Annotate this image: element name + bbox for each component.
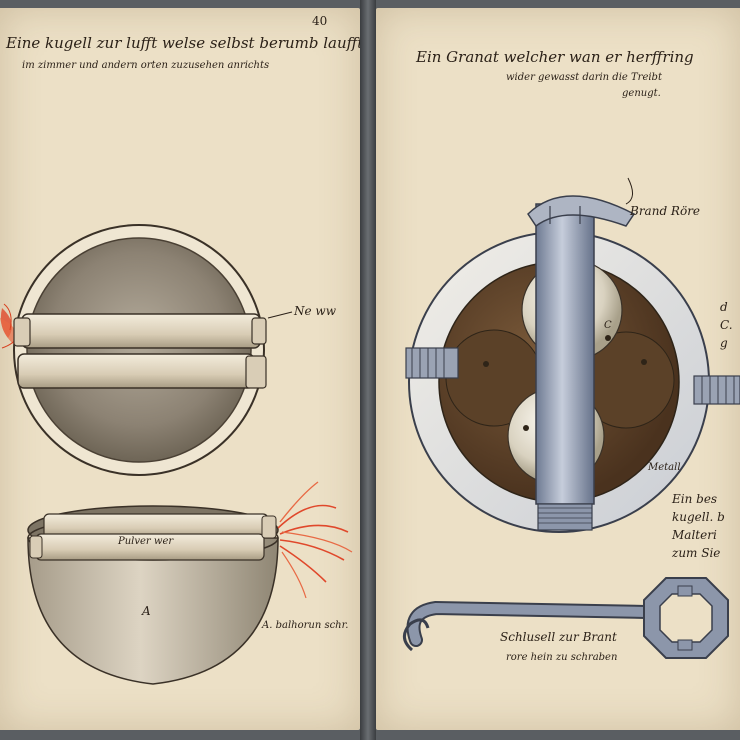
rocket-tube-lower xyxy=(17,353,267,389)
side-text-line: kugell. b xyxy=(672,510,725,524)
brown-charges xyxy=(445,329,675,429)
label-flame: A. balhorun schr. xyxy=(262,620,349,631)
edge-text-block: d C. g xyxy=(720,298,733,352)
left-page: 40 Eine kugell zur lufft welse selbst be… xyxy=(0,8,360,730)
label-bowl-inner: Pulver wer xyxy=(118,536,174,547)
right-title-line1: Ein Granat welcher wan er herffring xyxy=(416,48,694,66)
label-leader-top xyxy=(267,311,293,319)
side-text-line: Ein bes xyxy=(672,492,718,506)
side-screw-left xyxy=(405,347,459,379)
left-title-line2: im zimmer und andern orten zuzusehen anr… xyxy=(22,60,270,71)
flame-right xyxy=(277,481,353,599)
right-page: Ein Granat welcher wan er herffring wide… xyxy=(376,8,740,730)
key-caption-line1: Schlusell zur Brant xyxy=(500,630,617,644)
left-title-line1: Eine kugell zur lufft welse selbst berum… xyxy=(6,34,360,52)
edge-text-line: d xyxy=(720,300,728,314)
right-title-line2: wider gewasst darin die Treibt xyxy=(506,72,662,83)
book-gutter xyxy=(360,0,376,740)
right-title-line3: genugt. xyxy=(622,88,661,99)
side-screw-right xyxy=(693,375,740,405)
wrench-key xyxy=(403,577,729,659)
edge-text-line: C. xyxy=(720,318,733,332)
fuse-pipe xyxy=(527,195,636,531)
edge-text-line: g xyxy=(720,336,728,350)
left-illustration xyxy=(0,224,353,685)
page-number: 40 xyxy=(312,14,328,28)
bowl-tubes xyxy=(29,513,277,561)
right-illustration xyxy=(403,177,740,659)
label-metal: Metall xyxy=(648,462,681,473)
label-fuse: Brand Röre xyxy=(630,204,701,218)
label-bowl-letter: A xyxy=(142,604,151,618)
side-text-block: Ein bes kugell. b Malteri zum Sie xyxy=(672,490,725,562)
side-text-line: zum Sie xyxy=(672,546,721,560)
label-leader-fuse xyxy=(625,177,633,205)
label-letter-c: C xyxy=(604,320,612,331)
key-caption-line2: rore hein zu schraben xyxy=(506,652,618,663)
rocket-tube-upper xyxy=(13,313,267,349)
sphere-top-view xyxy=(13,224,265,476)
label-top-right: Ne ww xyxy=(294,304,336,318)
side-text-line: Malteri xyxy=(672,528,717,542)
